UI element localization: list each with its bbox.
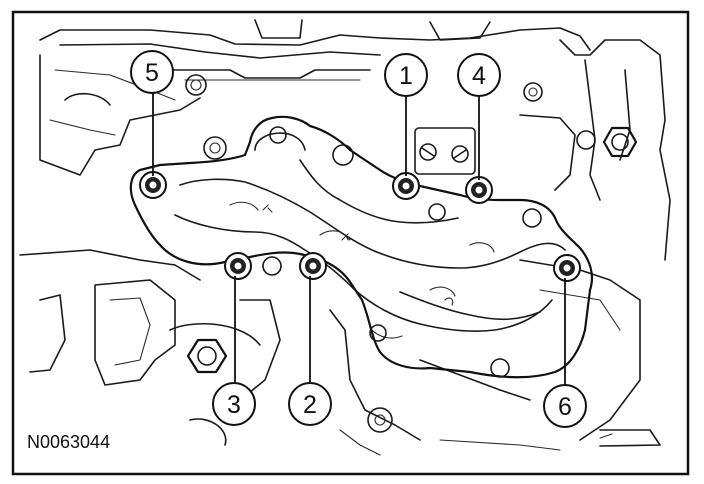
callout-3: 3 <box>212 382 256 426</box>
callout-2-label: 2 <box>303 391 317 419</box>
bolt-6 <box>553 254 581 282</box>
bolt-2 <box>299 252 327 280</box>
bolt-3 <box>224 252 252 280</box>
callout-4-label: 4 <box>472 62 486 90</box>
bolt-1 <box>392 172 420 200</box>
callout-6-label: 6 <box>558 393 572 421</box>
callout-1: 1 <box>384 53 428 97</box>
callout-4: 4 <box>457 53 501 97</box>
figure-reference-code: N0063044 <box>27 432 110 452</box>
callout-5-label: 5 <box>145 59 159 87</box>
callout-3-label: 3 <box>227 391 241 419</box>
manifold-bolts <box>139 171 581 282</box>
callout-2: 2 <box>288 382 332 426</box>
engine-block-lineart <box>19 19 671 456</box>
callout-5: 5 <box>130 50 174 94</box>
bolt-4 <box>465 176 493 204</box>
leader-lines <box>152 92 566 385</box>
callout-1-label: 1 <box>399 62 413 90</box>
callouts: 5 1 4 3 2 6 <box>130 50 587 428</box>
callout-6: 6 <box>543 384 587 428</box>
